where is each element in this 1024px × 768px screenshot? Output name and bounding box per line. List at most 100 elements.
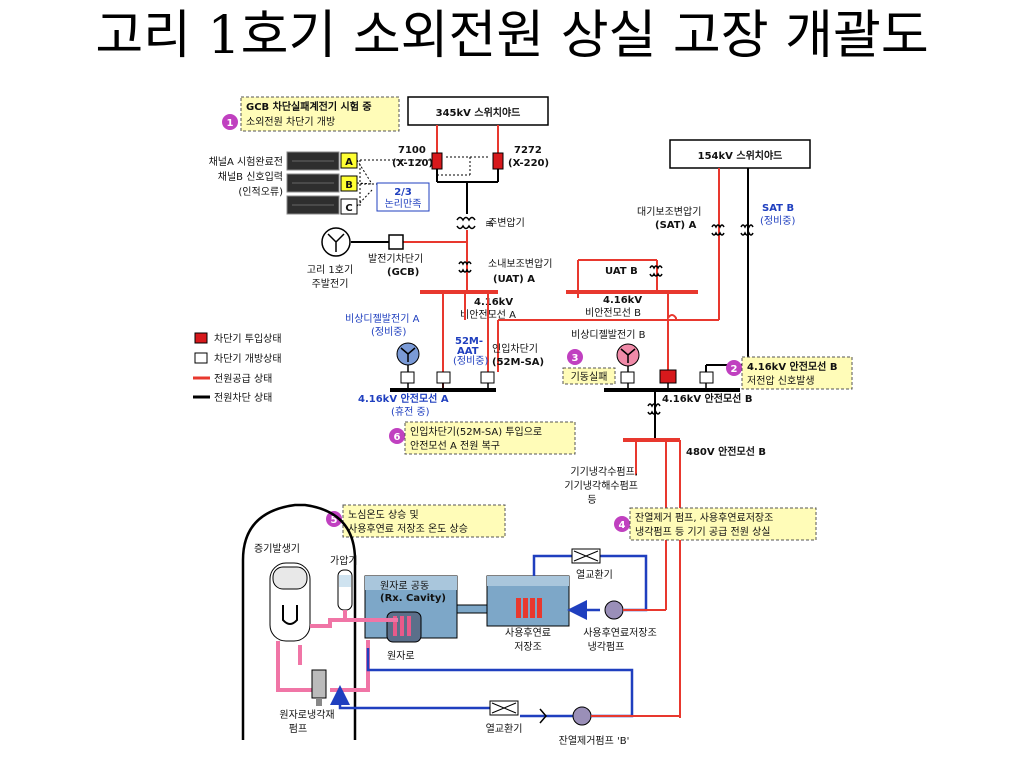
svg-text:사용후연료저장조: 사용후연료저장조 <box>583 627 657 639</box>
svg-text:차단기 투입상태: 차단기 투입상태 <box>214 332 282 345</box>
svg-text:GCB 차단실패계전기 시험 중: GCB 차단실패계전기 시험 중 <box>246 100 372 113</box>
svg-text:2: 2 <box>731 364 738 375</box>
svg-text:안전모선 A 전원 복구: 안전모선 A 전원 복구 <box>410 440 500 452</box>
hx-top <box>571 548 601 564</box>
svg-text:차단기 개방상태: 차단기 개방상태 <box>214 353 282 365</box>
uat-b-transformer <box>649 265 663 277</box>
svg-text:480V 안전모선 B: 480V 안전모선 B <box>686 445 766 458</box>
svg-text:비상디젤발전기 B: 비상디젤발전기 B <box>571 329 646 341</box>
load-center-transformer <box>647 403 661 415</box>
callout-6: 6 인입차단기(52M-SA) 투입으로 안전모선 A 전원 복구 <box>389 421 576 455</box>
channel-b-box: B <box>340 175 358 192</box>
svg-text:1: 1 <box>227 118 234 129</box>
svg-text:7272: 7272 <box>514 145 542 156</box>
breaker-7272 <box>492 152 504 170</box>
svg-text:(인적오류): (인적오류) <box>238 186 283 198</box>
svg-text:AAT: AAT <box>457 346 479 357</box>
reactor-vessel <box>386 611 422 643</box>
relay-panels <box>286 151 340 215</box>
svg-text:345kV 스위치야드: 345kV 스위치야드 <box>436 106 521 119</box>
svg-text:(52M-SA): (52M-SA) <box>492 357 544 368</box>
svg-text:주변압기: 주변압기 <box>488 216 525 229</box>
svg-text:5: 5 <box>331 515 338 526</box>
svg-text:소외전원 차단기 개방: 소외전원 차단기 개방 <box>246 116 335 128</box>
svg-text:2/3: 2/3 <box>394 187 412 198</box>
svg-text:154kV 스위치야드: 154kV 스위치야드 <box>698 149 783 162</box>
callout-2: 2 4.16kV 안전모선 B 저전압 신호발생 <box>726 356 853 390</box>
check-valve <box>539 708 547 724</box>
svg-text:4.16kV: 4.16kV <box>603 295 642 306</box>
callout-3: 3 기동실패 <box>562 349 616 385</box>
switchyard-154kv: 154kV 스위치야드 <box>669 139 811 169</box>
svg-text:노심온도 상승 및: 노심온도 상승 및 <box>348 509 419 521</box>
rcp-pump <box>311 669 327 706</box>
legend: 차단기 투입상태 차단기 개방상태 전원공급 상태 전원차단 상태 <box>193 332 282 404</box>
svg-text:잔열제거펌프 'B': 잔열제거펌프 'B' <box>559 735 630 747</box>
svg-text:등: 등 <box>587 494 596 506</box>
spent-fuel-pool <box>486 575 570 627</box>
svg-text:(정비중): (정비중) <box>371 326 407 338</box>
channel-a-box: A <box>340 152 358 169</box>
svg-text:기기냉각수펌프,: 기기냉각수펌프, <box>570 466 638 478</box>
svg-text:저전압 신호발생: 저전압 신호발생 <box>747 374 815 387</box>
svg-text:(SAT) A: (SAT) A <box>655 220 697 231</box>
logic-2of3-box: 2/3 논리만족 <box>376 182 430 212</box>
svg-text:저장조: 저장조 <box>514 641 542 653</box>
svg-text:가압기: 가압기 <box>330 554 358 567</box>
svg-text:4.16kV 안전모선 B: 4.16kV 안전모선 B <box>662 392 752 405</box>
breaker-52m-sb <box>659 369 677 384</box>
svg-text:비상디젤발전기 A: 비상디젤발전기 A <box>345 313 420 325</box>
svg-text:증기발생기: 증기발생기 <box>254 543 300 555</box>
switchyard-345kv: 345kV 스위치야드 <box>407 96 549 126</box>
svg-text:전원공급 상태: 전원공급 상태 <box>214 373 272 385</box>
svg-text:냉각펌프: 냉각펌프 <box>588 641 625 653</box>
svg-text:논리만족: 논리만족 <box>385 198 422 210</box>
callout-4: 4 잔열제거 펌프, 사용후연료저장조 냉각펌프 등 기기 공급 전원 상실 <box>614 507 817 541</box>
svg-text:B: B <box>345 180 353 191</box>
svg-text:C: C <box>345 203 352 214</box>
svg-text:채널A 시험완료전: 채널A 시험완료전 <box>209 156 283 168</box>
svg-text:(정비중): (정비중) <box>760 215 796 227</box>
svg-text:냉각펌프 등 기기 공급 전원 상실: 냉각펌프 등 기기 공급 전원 상실 <box>635 526 771 538</box>
main-transformer-symbol: ≋ <box>485 219 493 230</box>
svg-text:(X-120): (X-120) <box>392 158 433 169</box>
sfp-cooling-pump <box>604 600 624 620</box>
svg-text:(X-220): (X-220) <box>508 158 549 169</box>
svg-text:채널B 신호입력: 채널B 신호입력 <box>218 170 283 183</box>
callout-1: 1 GCB 차단실패계전기 시험 중 소외전원 차단기 개방 <box>222 96 400 132</box>
sat-b-transformer <box>740 224 754 236</box>
svg-text:대기보조변압기: 대기보조변압기 <box>637 205 701 218</box>
svg-text:4.16kV 안전모선 B: 4.16kV 안전모선 B <box>747 360 837 373</box>
svg-text:4.16kV: 4.16kV <box>474 297 513 308</box>
svg-text:(정비중): (정비중) <box>453 355 489 367</box>
svg-text:열교환기: 열교환기 <box>486 723 523 735</box>
breaker-7100 <box>431 152 443 170</box>
svg-text:잔열제거 펌프, 사용후연료저장조: 잔열제거 펌프, 사용후연료저장조 <box>635 512 773 524</box>
pressurizer <box>337 569 353 611</box>
main-generator-symbol <box>321 227 351 257</box>
svg-text:사용후연료: 사용후연료 <box>505 627 551 639</box>
svg-text:원자로냉각재: 원자로냉각재 <box>279 709 334 721</box>
svg-text:6: 6 <box>394 432 401 443</box>
svg-text:주발전기: 주발전기 <box>312 278 349 290</box>
containment-building <box>241 503 357 740</box>
edg-a-symbol <box>396 342 420 366</box>
steam-generator <box>269 562 311 642</box>
svg-text:고리 1호기: 고리 1호기 <box>307 264 353 276</box>
main-transformer-coils <box>456 216 476 230</box>
callout-5: 5 노심온도 상승 및 사용후연료 저장조 온도 상승 <box>326 504 506 538</box>
svg-text:(GCB): (GCB) <box>387 267 419 278</box>
svg-text:3: 3 <box>572 353 579 364</box>
edg-b-symbol <box>616 343 640 367</box>
svg-text:SAT B: SAT B <box>762 203 794 214</box>
svg-text:펌프: 펌프 <box>289 723 307 735</box>
svg-text:A: A <box>345 157 353 168</box>
svg-text:전원차단 상태: 전원차단 상태 <box>214 392 272 404</box>
svg-text:소내보조변압기: 소내보조변압기 <box>488 257 552 270</box>
svg-text:4: 4 <box>619 520 626 531</box>
svg-text:기기냉각해수펌프: 기기냉각해수펌프 <box>564 479 638 492</box>
svg-text:기동실패: 기동실패 <box>571 371 608 383</box>
channel-c-box: C <box>340 198 358 215</box>
svg-text:(휴전 중): (휴전 중) <box>391 406 430 418</box>
